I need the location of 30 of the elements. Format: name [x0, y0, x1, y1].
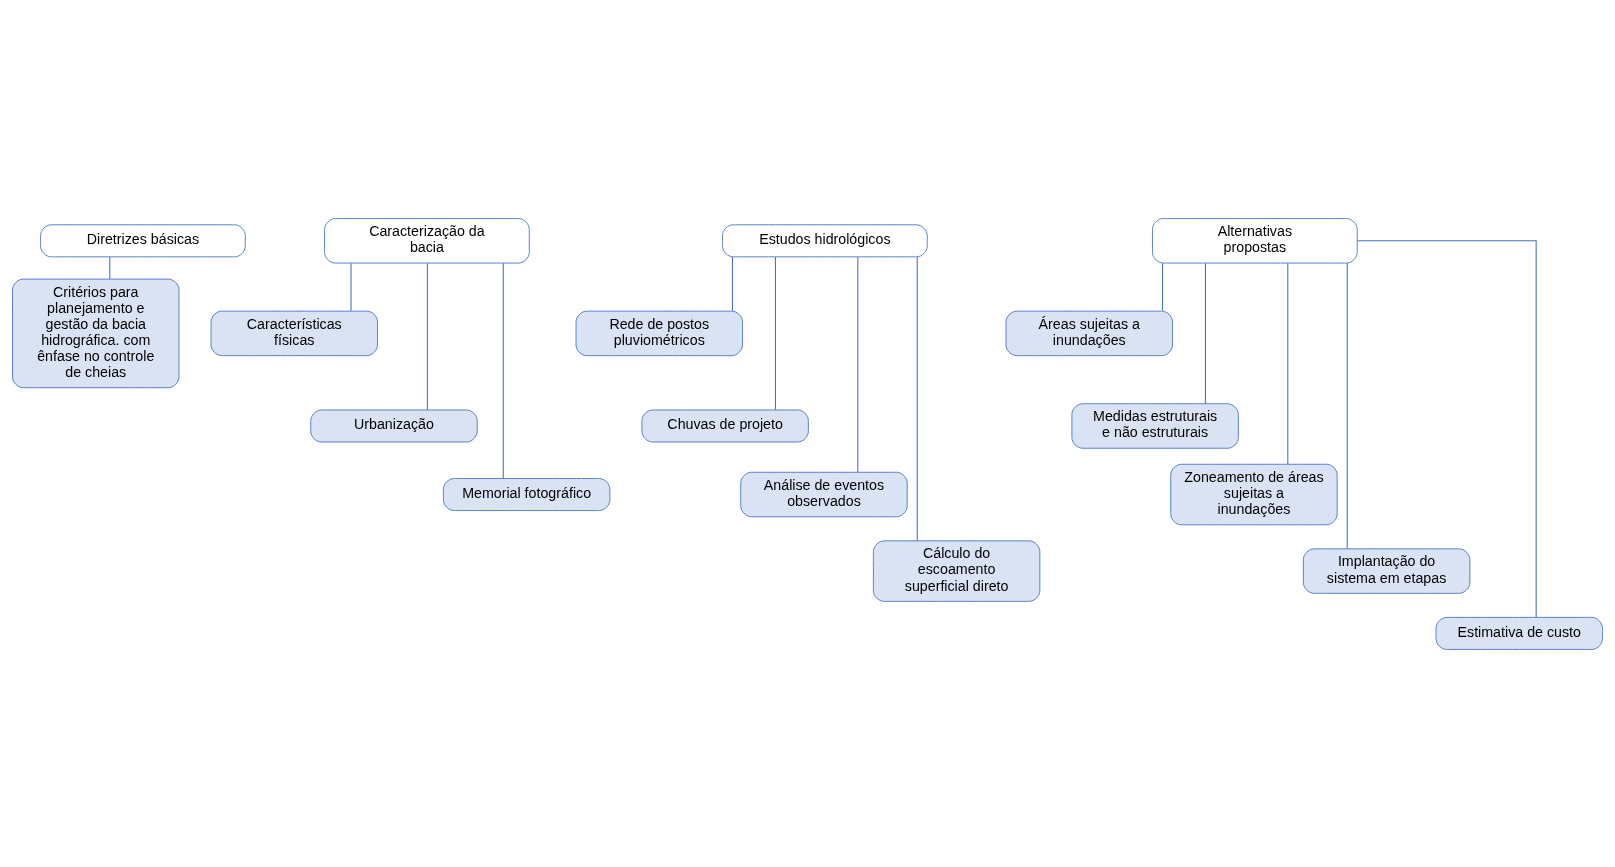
node-box: Características físicas: [210, 310, 378, 356]
connector: [502, 262, 504, 479]
node-box: Chuvas de projeto: [641, 409, 809, 442]
connector: [774, 255, 776, 410]
node-box: Diretrizes básicas: [40, 223, 246, 257]
connector: [1357, 239, 1537, 618]
connector: [426, 262, 428, 410]
node-box: Zoneamento de áreas sujeitas a inundações: [1170, 463, 1338, 525]
node-box: Áreas sujeitas a inundações: [1005, 310, 1173, 356]
node-box: Medidas estruturais e não estruturais: [1071, 402, 1239, 449]
connector: [109, 255, 111, 279]
node-box: Estimativa de custo: [1435, 616, 1603, 650]
node-box: Implantação do sistema em etapas: [1302, 547, 1471, 594]
connector: [1346, 262, 1348, 549]
node-box: Estudos hidrológicos: [722, 223, 928, 257]
connector: [1204, 262, 1206, 404]
connector: [857, 256, 859, 473]
node-box: Rede de postos pluviométricos: [575, 310, 743, 356]
connector: [731, 255, 734, 311]
connector: [350, 262, 352, 311]
node-box: Alternativas propostas: [1152, 217, 1358, 263]
connector: [1287, 262, 1289, 464]
node-box: Cálculo do escoamento superficial direto: [872, 539, 1041, 602]
connector: [916, 255, 918, 541]
node-box: Caracterização da bacia: [324, 217, 530, 263]
node-box: Urbanização: [310, 409, 478, 442]
node-box: Memorial fotográfico: [442, 477, 611, 511]
node-box: Critérios para planejamento e gestão da bacia hidrográfica. com ênfase no controle de cheias: [12, 278, 180, 388]
connector: [1161, 262, 1163, 311]
node-box: Análise de eventos observados: [740, 471, 908, 517]
